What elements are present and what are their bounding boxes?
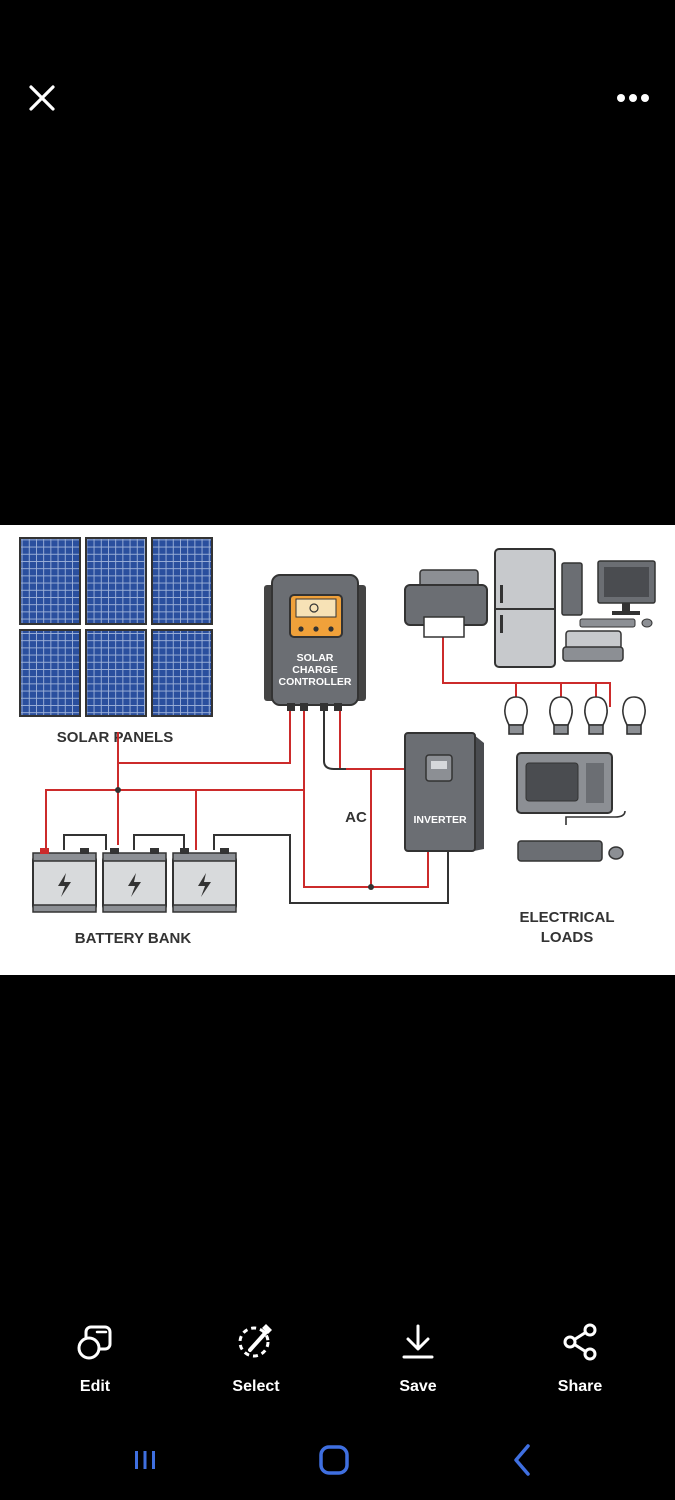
close-button[interactable] [20, 76, 64, 120]
back-icon [514, 1444, 530, 1476]
loads-label-line2: LOADS [541, 929, 594, 946]
recent-apps-button[interactable] [115, 1438, 175, 1482]
select-label: Select [232, 1378, 280, 1395]
download-icon [402, 1324, 434, 1359]
solar-panels [19, 537, 213, 717]
wiring [45, 637, 635, 904]
share-label: Share [557, 1378, 603, 1395]
close-icon [29, 85, 55, 111]
edit-button[interactable]: Edit [40, 1320, 150, 1400]
home-icon [319, 1445, 349, 1475]
displayed-image[interactable]: SOLAR PANELS [0, 525, 675, 975]
microwave-and-keyboard [516, 752, 626, 862]
save-label: Save [399, 1378, 437, 1395]
loads-label-line1: ELECTRICAL [520, 909, 615, 926]
ac-label: AC [345, 809, 367, 826]
electrical-loads [404, 548, 656, 862]
printer [404, 569, 488, 638]
inverter-label: INVERTER [413, 814, 467, 826]
edit-icon [77, 1325, 112, 1360]
battery-bank-label: BATTERY BANK [75, 930, 192, 947]
media-box [562, 630, 624, 662]
controller-label-line1: SOLAR [297, 652, 334, 664]
more-options-icon [617, 94, 649, 102]
inverter [404, 732, 484, 852]
refrigerator [494, 548, 556, 668]
system-navigation-bar [0, 1420, 675, 1500]
select-button[interactable]: Select [201, 1320, 311, 1400]
edit-label: Edit [79, 1378, 111, 1395]
more-options-button[interactable] [606, 78, 660, 118]
back-button[interactable] [492, 1438, 552, 1482]
controller-label-line2: CHARGE [292, 664, 338, 676]
battery-bank [32, 848, 237, 913]
save-button[interactable]: Save [363, 1320, 473, 1400]
desktop-computer [561, 560, 656, 628]
viewer-top-bar [0, 0, 675, 200]
charge-controller [264, 574, 366, 711]
solar-panels-label: SOLAR PANELS [57, 729, 173, 746]
home-button[interactable] [304, 1438, 364, 1482]
recent-apps-icon [135, 1451, 155, 1469]
share-icon [563, 1323, 597, 1361]
share-button[interactable]: Share [525, 1320, 635, 1400]
light-bulbs [504, 696, 646, 735]
image-action-bar: Edit Select Save Share [0, 1320, 675, 1400]
select-icon [238, 1324, 272, 1358]
controller-label-line3: CONTROLLER [279, 676, 352, 688]
solar-system-diagram: SOLAR PANELS [19, 537, 656, 947]
